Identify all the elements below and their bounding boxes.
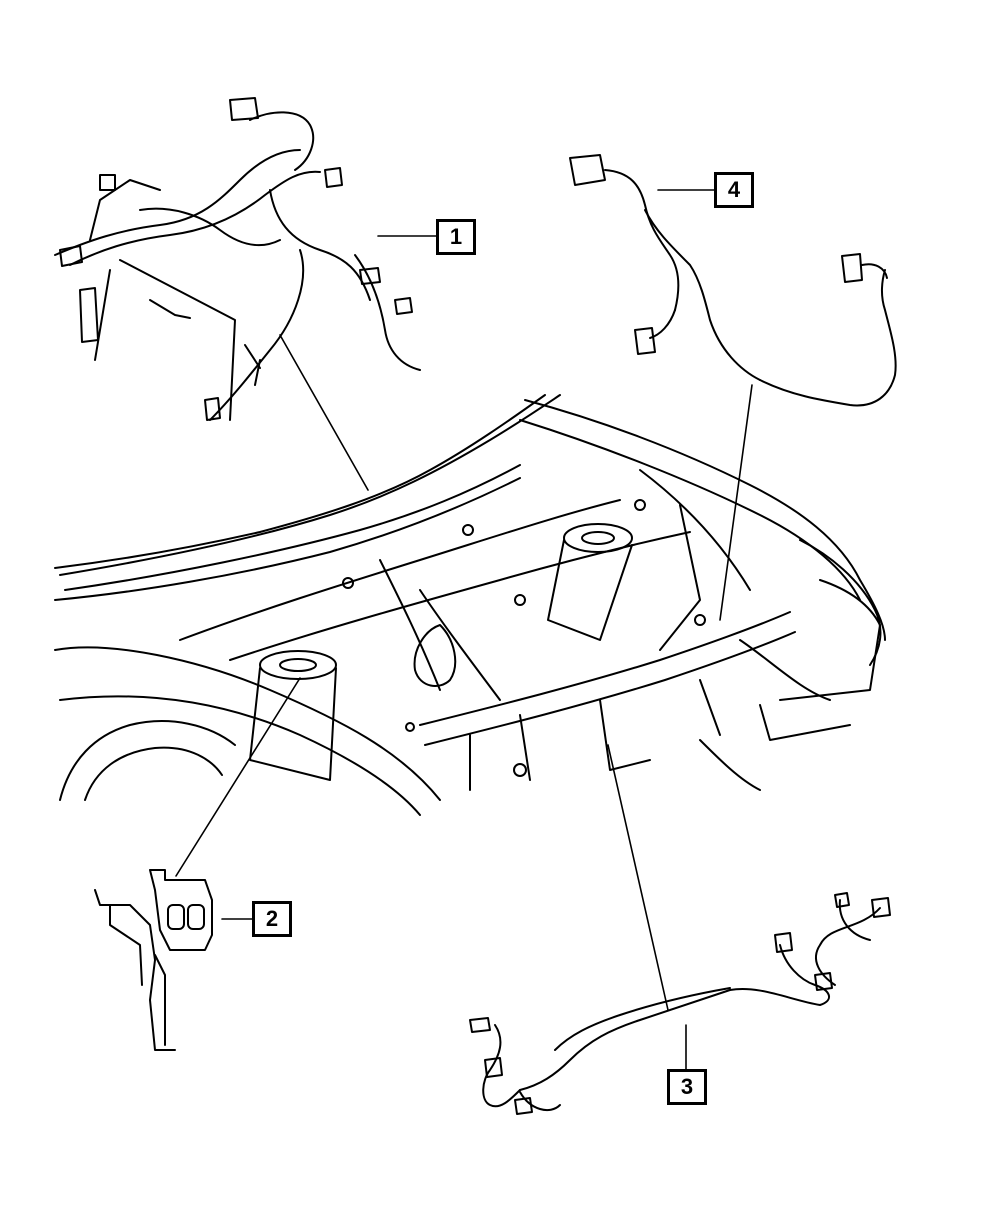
right-strut-tower: [563, 523, 633, 553]
wiring-harness-part-4: [569, 154, 897, 621]
callout-4[interactable]: 4: [714, 172, 754, 208]
wiring-harness-part-1: [54, 97, 437, 491]
radiator-support: [419, 611, 791, 726]
bracket-part-2: [94, 677, 301, 1051]
vehicle-body: [54, 394, 886, 816]
callout-3[interactable]: 3: [667, 1069, 707, 1105]
leader-line-4: [719, 384, 753, 621]
left-fender: [54, 394, 546, 569]
callout-2[interactable]: 2: [252, 901, 292, 937]
wiring-harness-part-3: [469, 744, 891, 1115]
leader-line-1: [279, 334, 369, 491]
cowl-panel: [59, 394, 561, 576]
right-fender: [524, 399, 886, 641]
front-fender-wheel-arch: [54, 646, 441, 801]
left-strut-tower: [259, 650, 337, 680]
callout-1[interactable]: 1: [436, 219, 476, 255]
leader-line-2: [175, 677, 301, 877]
left-fender-inner: [54, 477, 521, 601]
leader-line-3: [607, 744, 669, 1011]
wheel-arch-opening: [59, 720, 236, 801]
